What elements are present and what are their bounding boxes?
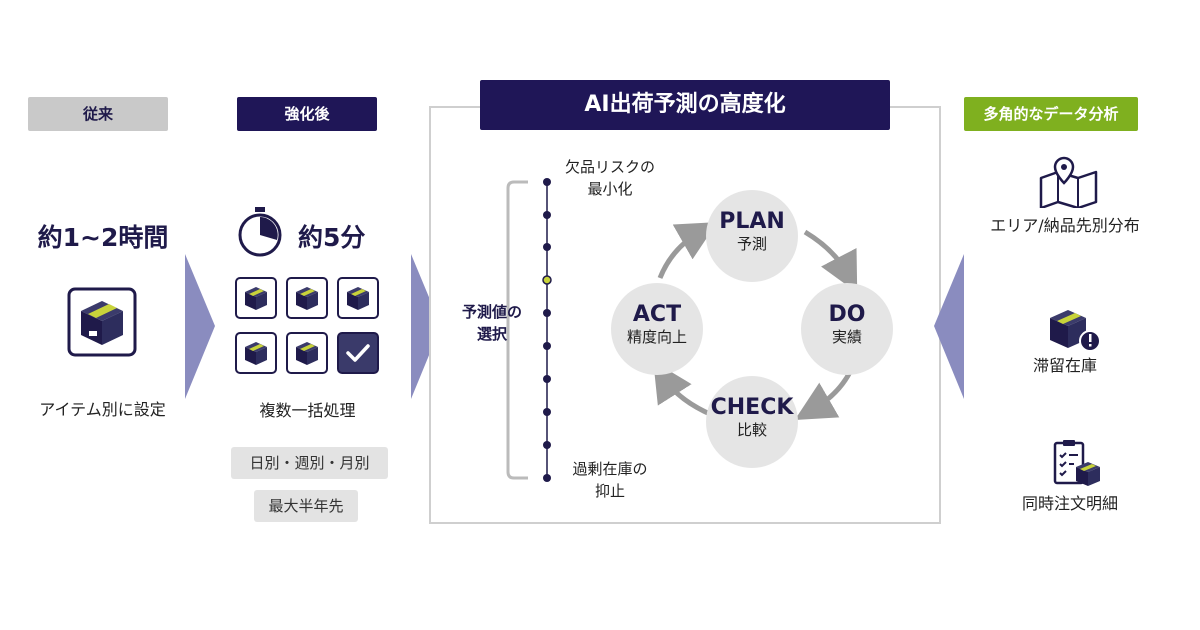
checkmark-icon — [337, 332, 379, 374]
cycle-plan-jp: 予測 — [736, 235, 767, 253]
tag-conventional: 従来 — [28, 97, 168, 131]
chip-period: 日別・週別・月別 — [231, 447, 388, 479]
cycle-check-en: CHECK — [710, 395, 794, 420]
map-pin-icon — [1038, 156, 1100, 210]
cycle-act-jp: 精度向上 — [626, 328, 687, 346]
enhanced-caption: 複数一括処理 — [259, 401, 356, 420]
cycle-plan: PLAN 予測 — [706, 190, 798, 282]
box-tile-1 — [235, 277, 277, 319]
conventional-caption: アイテム別に設定 — [39, 400, 166, 419]
chip-horizon: 最大半年先 — [254, 490, 358, 522]
top-label: 欠品リスクの 最小化 — [564, 158, 655, 198]
box-tile-5 — [286, 332, 328, 374]
tag-enhanced: 強化後 — [237, 97, 377, 131]
cycle-do: DO 実績 — [801, 283, 893, 375]
selection-label: 予測値の 選択 — [461, 303, 522, 343]
arrow-right-1 — [185, 254, 215, 403]
tag-analysis: 多角的なデータ分析 — [964, 97, 1138, 131]
selection-scale — [500, 170, 560, 494]
center-title: AI出荷予測の高度化 — [480, 80, 890, 130]
cycle-plan-en: PLAN — [719, 209, 785, 234]
stagnant-stock-label: 滞留在庫 — [1032, 356, 1097, 375]
box-tile-2 — [286, 277, 328, 319]
stopwatch-icon — [236, 206, 284, 258]
bottom-label: 過剰在庫の 抑止 — [572, 460, 648, 500]
cycle-act: ACT 精度向上 — [611, 283, 703, 375]
cycle-act-en: ACT — [632, 302, 682, 327]
cycle-do-en: DO — [828, 302, 866, 327]
stagnant-box-icon — [1046, 308, 1102, 354]
cycle-do-jp: 実績 — [831, 328, 862, 346]
cycle-check-jp: 比較 — [736, 421, 767, 439]
box-tile-3 — [337, 277, 379, 319]
cycle-check: CHECK 比較 — [706, 376, 798, 468]
enhanced-time: 約5分 — [298, 223, 366, 252]
conventional-time: 約1~2時間 — [37, 223, 169, 252]
concurrent-order-label: 同時注文明細 — [1021, 494, 1118, 513]
box-tile-4 — [235, 332, 277, 374]
area-distribution-label: エリア/納品先別分布 — [990, 216, 1140, 235]
arrow-left-3 — [934, 254, 964, 403]
box-icon — [67, 287, 137, 357]
arrow-right-2 — [411, 254, 441, 403]
clipboard-icon — [1052, 438, 1102, 488]
